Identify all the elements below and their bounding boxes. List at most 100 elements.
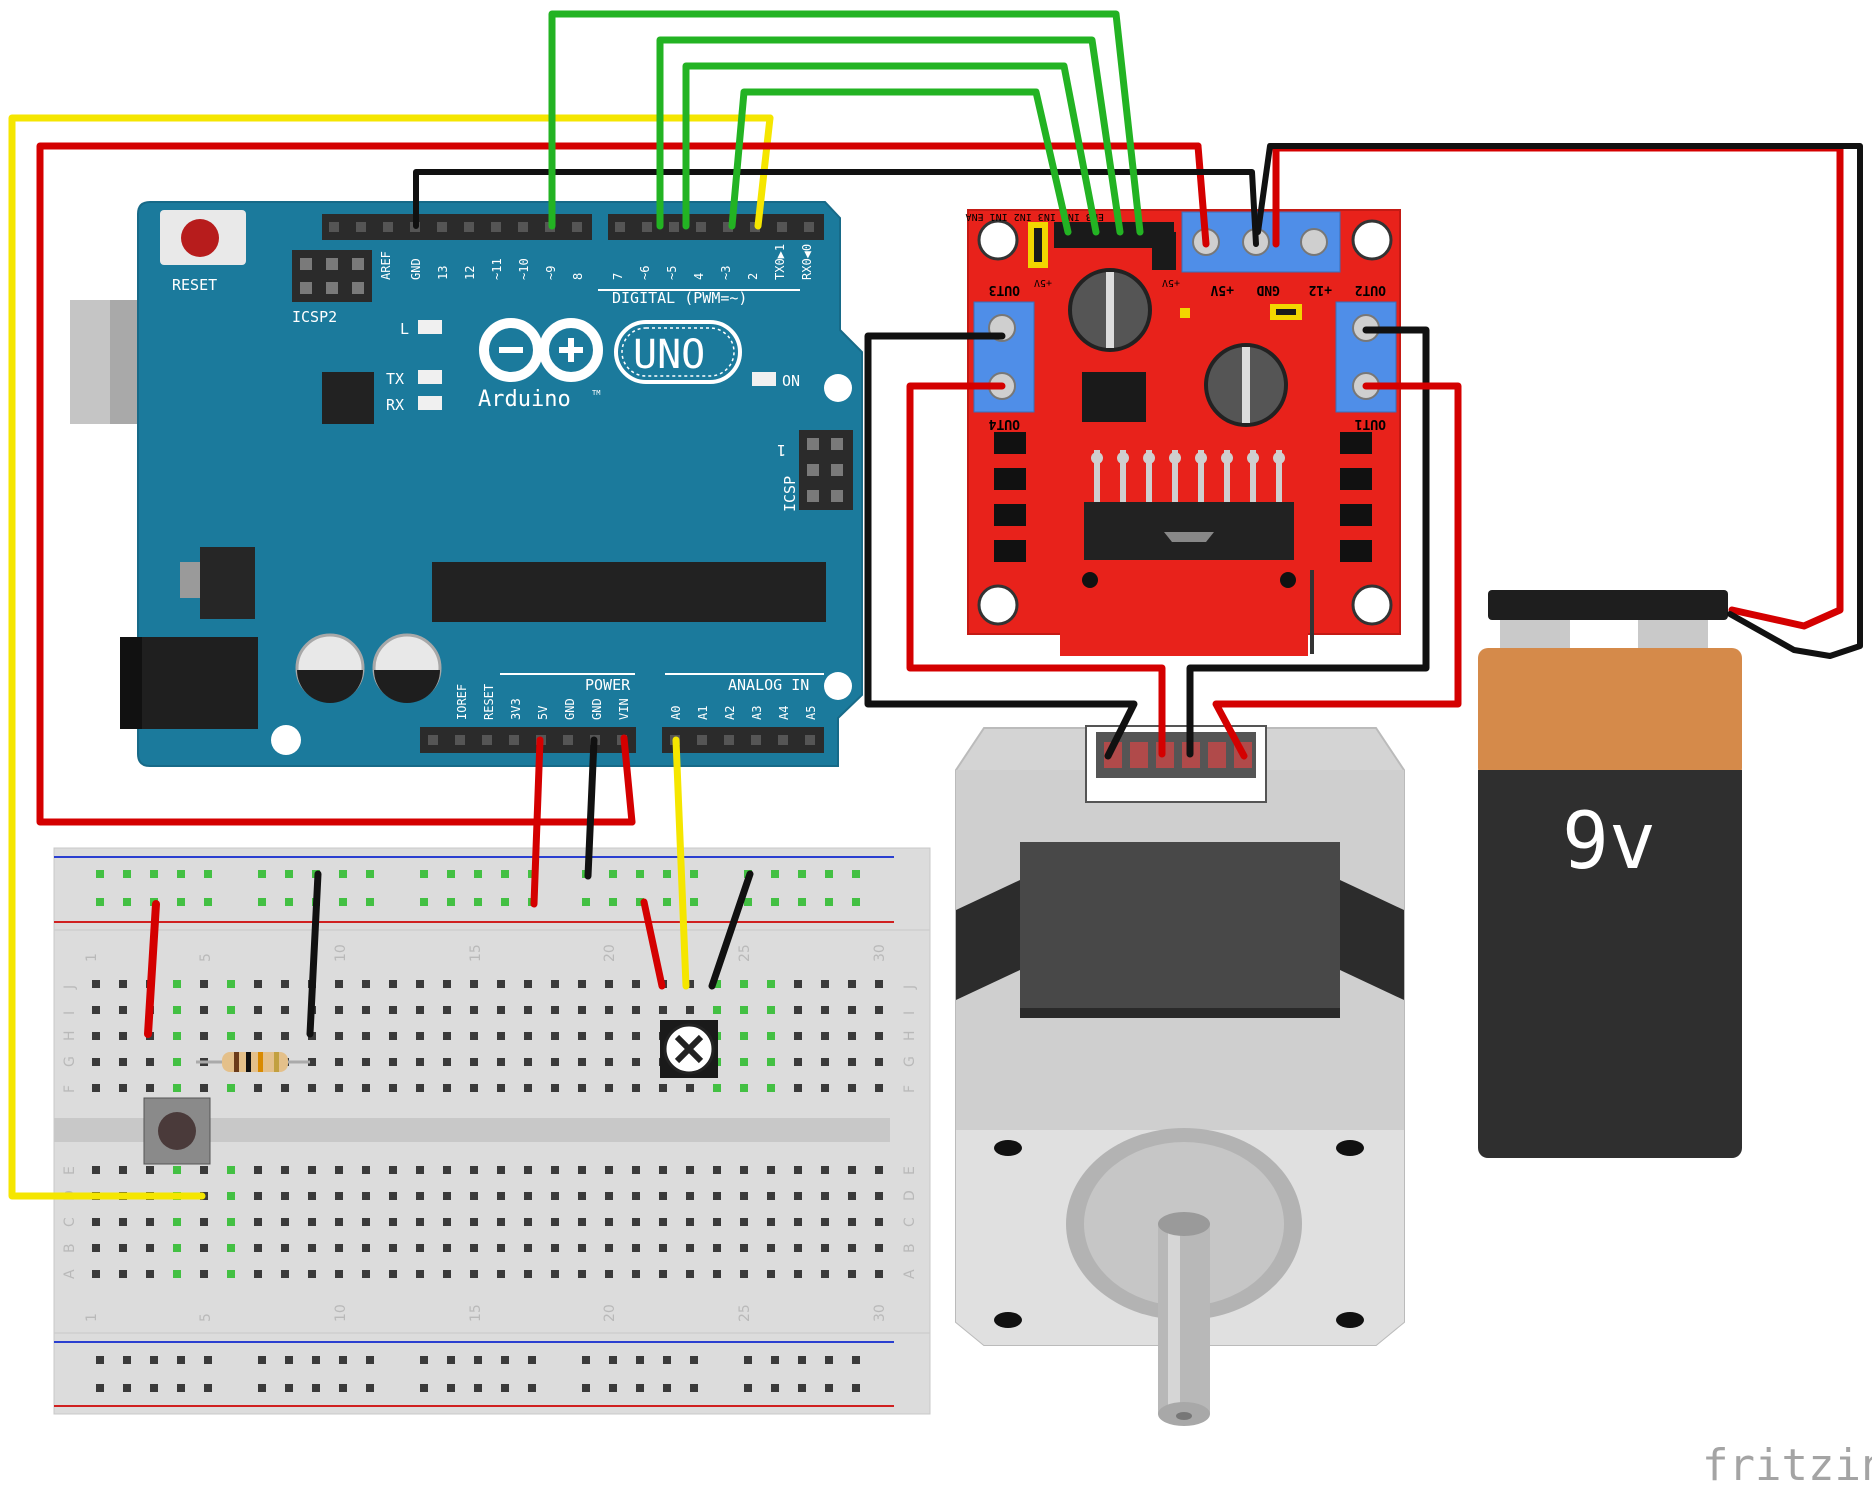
breadboard-hole [821, 1218, 829, 1226]
breadboard-hole [524, 1084, 532, 1092]
rail-hole [123, 1356, 131, 1364]
breadboard-hole [848, 1270, 856, 1278]
wire-button-to-pin2 [8, 114, 774, 1200]
l298n-motor-driver: ENB IN4 IN3 IN2 IN1 ENA +5V +5V +5V GND … [966, 209, 1401, 656]
breadboard-hole [281, 1084, 289, 1092]
header-pin [383, 222, 393, 232]
breadboard-hole [227, 1270, 235, 1278]
breadboard-hole [416, 1244, 424, 1252]
breadboard-hole [254, 1218, 262, 1226]
rail-hole [150, 1384, 158, 1392]
resistor [196, 1052, 310, 1072]
rail-hole [366, 870, 374, 878]
breadboard-hole [632, 1006, 640, 1014]
breadboard-hole [605, 1218, 613, 1226]
breadboard-hole [227, 980, 235, 988]
wire-vin-to-12v [36, 142, 1202, 826]
push-button[interactable] [143, 1097, 211, 1165]
mount-hole [271, 725, 301, 755]
battery-label: 9v [1562, 797, 1656, 887]
breadboard-hole [794, 1006, 802, 1014]
breadboard-hole [821, 1270, 829, 1278]
digital-label: DIGITAL (PWM=~) [612, 289, 747, 307]
breadboard-hole [119, 1006, 127, 1014]
stepper-motor [955, 725, 1405, 1426]
rail-hole [636, 898, 644, 906]
breadboard-hole [686, 1218, 694, 1226]
wire-pin9-ena [548, 10, 1144, 236]
breadboard-hole [416, 1006, 424, 1014]
arduino-uno: RESET ICSP2 ICSP 1 [70, 201, 863, 767]
breadboard-hole [524, 1006, 532, 1014]
breadboard-hole [470, 1244, 478, 1252]
rail-hole [663, 1356, 671, 1364]
row-label: G [902, 1056, 918, 1067]
rail-hole [366, 1384, 374, 1392]
breadboard-hole [794, 1058, 802, 1066]
breadboard-hole [740, 1032, 748, 1040]
breadboard-hole [497, 1084, 505, 1092]
logo-arduino: Arduino [478, 387, 571, 412]
header-pin [428, 735, 438, 745]
breadboard-hole [92, 1006, 100, 1014]
analog-pin-label: A4 [777, 706, 791, 720]
breadboard-hole [632, 1166, 640, 1174]
breadboard-hole [254, 1192, 262, 1200]
breadboard-hole [794, 1084, 802, 1092]
header-pin [509, 735, 519, 745]
rail-hole [285, 898, 293, 906]
driver-regulator [1082, 372, 1146, 422]
led-l-label: L [400, 320, 409, 338]
out4-label: OUT4 [989, 416, 1020, 431]
header-pin [724, 735, 734, 745]
rail-hole [744, 898, 752, 906]
breadboard-hole [740, 1270, 748, 1278]
rail-hole [123, 870, 131, 878]
breadboard-hole [443, 1270, 451, 1278]
breadboard-hole [686, 1166, 694, 1174]
out1-label: OUT1 [1355, 416, 1386, 431]
rail-hole [96, 898, 104, 906]
battery-9v: 9v [1478, 590, 1742, 1158]
wire-battery-negative [1255, 143, 1863, 659]
breadboard-hole [362, 1270, 370, 1278]
rail-hole [636, 1356, 644, 1364]
breadboard-hole [605, 1166, 613, 1174]
led-on-label: ON [782, 372, 800, 390]
breadboard-column-labels: 1 5 10 15 20 25 30 1 5 10 15 20 25 30 [84, 944, 888, 1322]
breadboard-hole [551, 1192, 559, 1200]
rail-hole [474, 870, 482, 878]
rail-hole [339, 898, 347, 906]
breadboard-hole [362, 1244, 370, 1252]
breadboard-hole [92, 980, 100, 988]
breadboard-hole [578, 1006, 586, 1014]
breadboard-hole [848, 1084, 856, 1092]
wire-out3 [864, 332, 1138, 760]
breadboard-hole [551, 1058, 559, 1066]
breadboard-hole [335, 1244, 343, 1252]
breadboard-hole [389, 1166, 397, 1174]
rail-hole [339, 1384, 347, 1392]
breadboard-hole [362, 1166, 370, 1174]
breadboard-hole [92, 1244, 100, 1252]
breadboard-hole [821, 1084, 829, 1092]
breadboard-hole [200, 1270, 208, 1278]
breadboard-hole [551, 1006, 559, 1014]
wire-pin3-in3 [728, 88, 1072, 236]
rail-hole [501, 1356, 509, 1364]
row-label: J [902, 985, 918, 990]
breadboard-hole [578, 1244, 586, 1252]
breadboard-hole [659, 1006, 667, 1014]
led-tx [418, 370, 442, 384]
breadboard-hole [578, 1032, 586, 1040]
rail-hole [798, 870, 806, 878]
breadboard-hole [281, 1192, 289, 1200]
breadboard-hole [119, 1166, 127, 1174]
breadboard-hole [578, 1270, 586, 1278]
breadboard-hole [551, 1166, 559, 1174]
breadboard-hole [443, 1244, 451, 1252]
rail-hole [312, 1356, 320, 1364]
logo-tm: TM [592, 389, 600, 397]
breadboard-hole [767, 1270, 775, 1278]
potentiometer[interactable] [660, 1020, 718, 1078]
